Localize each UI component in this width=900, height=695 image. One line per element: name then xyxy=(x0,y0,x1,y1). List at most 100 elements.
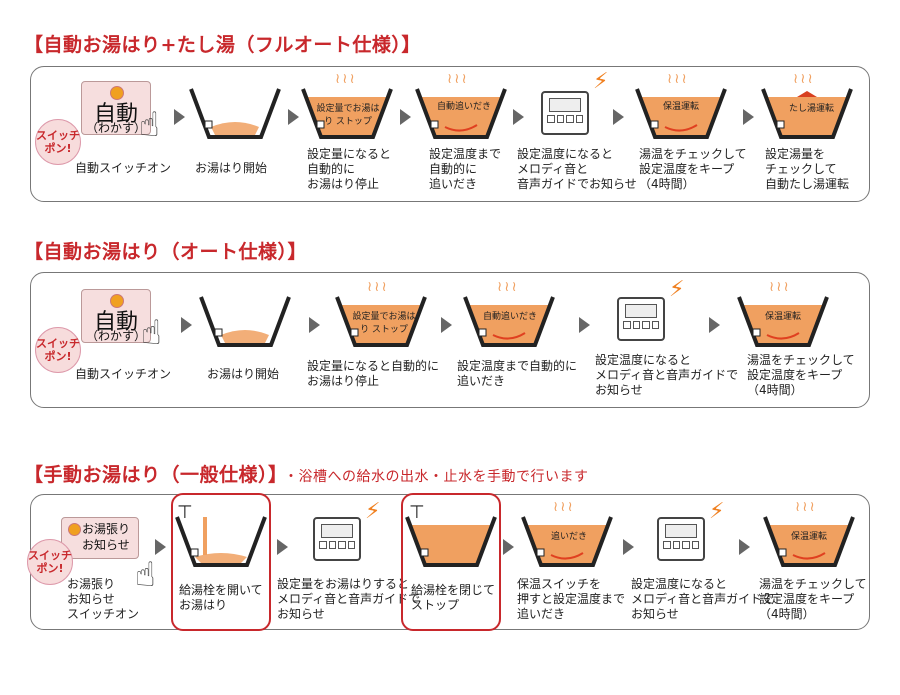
step-caption: 設定量になると自動的にお湯はり停止 xyxy=(307,359,440,388)
faucet-icon: ⊤ xyxy=(177,502,193,523)
bathtub-icon xyxy=(415,88,507,139)
bathtub-icon xyxy=(405,516,497,567)
section-note: ・浴槽への給水の出水・止水を手動で行います xyxy=(284,469,589,485)
steam-icon: ≀≀≀ xyxy=(795,499,817,515)
tub-label: 自動追いだき xyxy=(483,312,538,322)
sound-bolt-icon: ⚡ xyxy=(669,277,685,302)
flow-arrow-icon xyxy=(739,539,750,555)
step-caption: お湯はり開始 xyxy=(195,161,268,175)
flow-arrow-icon xyxy=(400,109,411,125)
sound-bolt-icon: ⚡ xyxy=(593,69,609,94)
flow-arrow-icon xyxy=(181,317,192,333)
tub-label: 保温運転 xyxy=(791,532,828,542)
steam-icon: ≀≀≀ xyxy=(497,279,519,295)
indicator-lamp-icon xyxy=(68,523,81,536)
step-caption: 自動スイッチオン xyxy=(75,161,172,175)
step-caption: 設定湯量をチェックして自動たし湯運転 xyxy=(765,147,850,191)
flow-arrow-icon xyxy=(155,539,166,555)
bathtub-icon xyxy=(335,296,427,347)
remote-controller-icon xyxy=(541,91,589,135)
tub-label: 追いだき xyxy=(551,532,588,542)
bath-notify-switch-button: お湯張りお知らせ xyxy=(61,517,139,559)
push-switch-icon: スイッチ ポン! xyxy=(35,327,81,373)
flow-arrow-icon xyxy=(503,539,514,555)
faucet-icon: ⊤ xyxy=(409,502,425,523)
steam-icon: ≀≀≀ xyxy=(335,71,357,87)
steam-icon: ≀≀≀ xyxy=(769,279,791,295)
tub-label: 保温運転 xyxy=(663,102,700,112)
steam-icon: ≀≀≀ xyxy=(553,499,575,515)
flow-arrow-icon xyxy=(513,109,524,125)
highlight-frame xyxy=(401,493,501,631)
step-caption: 給湯栓を開いてお湯はり xyxy=(179,583,263,612)
flow-arrow-icon xyxy=(309,317,320,333)
flow-arrow-icon xyxy=(709,317,720,333)
step-caption: 設定温度になるとメロディ音と音声ガイドでお知らせ xyxy=(631,577,775,621)
steam-icon: ≀≀≀ xyxy=(793,71,815,87)
flow-panel-manual: お湯張りお知らせ スイッチ ポン! ☝ お湯張りお知らせスイッチオン ⊤ 給湯栓… xyxy=(27,493,870,631)
sound-bolt-icon: ⚡ xyxy=(365,499,381,524)
tub-label: 自動追いだき xyxy=(437,102,492,112)
steam-icon: ≀≀≀ xyxy=(667,71,689,87)
step-caption: 保温スイッチを押すと設定温度まで追いだき xyxy=(517,577,626,621)
flow-arrow-icon xyxy=(623,539,634,555)
tub-label: 設定量でお湯はり ストップ xyxy=(352,312,416,335)
bathtub-icon xyxy=(175,516,267,567)
section-title-text: 【手動お湯はり（一般仕様）】 xyxy=(24,464,279,486)
bathtub-icon xyxy=(463,296,555,347)
hand-pointer-icon: ☝ xyxy=(139,105,160,145)
steam-icon: ≀≀≀ xyxy=(367,279,389,295)
remote-controller-icon xyxy=(313,517,361,561)
step-caption: 自動スイッチオン xyxy=(75,367,172,381)
flow-arrow-icon xyxy=(288,109,299,125)
step-caption: 湯温をチェックして設定温度をキープ（4時間） xyxy=(747,353,855,397)
button-big-label: 自動 xyxy=(93,310,138,335)
step-caption: 設定温度になるとメロディ音と音声ガイドでお知らせ xyxy=(595,353,739,397)
section-title-full-auto: 【自動お湯はり+たし湯（フルオート仕様）】 xyxy=(24,34,421,56)
tub-label: 保温運転 xyxy=(765,312,802,322)
step-caption: お湯張りお知らせスイッチオン xyxy=(67,577,140,621)
bathtub-icon xyxy=(199,296,291,347)
flow-arrow-icon xyxy=(441,317,452,333)
remote-controller-icon xyxy=(657,517,705,561)
flow-arrow-icon xyxy=(743,109,754,125)
sound-bolt-icon: ⚡ xyxy=(709,499,725,524)
steam-icon: ≀≀≀ xyxy=(447,71,469,87)
step-caption: 設定温度まで自動的に追いだき xyxy=(429,147,502,191)
button-label: お湯張りお知らせ xyxy=(82,522,131,552)
bathtub-icon xyxy=(763,516,855,567)
flow-arrow-icon xyxy=(277,539,288,555)
flow-arrow-icon xyxy=(613,109,624,125)
flow-panel-auto: 自動 （わかす） スイッチ ポン! ☝ 自動スイッチオン お湯はり開始 ≀≀≀ … xyxy=(30,272,870,408)
hand-pointer-icon: ☝ xyxy=(135,555,156,595)
auto-switch-button: 自動 （わかす） xyxy=(81,81,151,135)
section-title-manual: 【手動お湯はり（一般仕様）】・浴槽への給水の出水・止水を手動で行います xyxy=(24,460,589,487)
bathtub-icon xyxy=(761,88,853,139)
step-caption: 設定温度になるとメロディ音と音声ガイドでお知らせ xyxy=(517,147,637,191)
bathtub-icon xyxy=(737,296,829,347)
indicator-lamp-icon xyxy=(110,86,124,100)
step-caption: 設定量をお湯はりするとメロディ音と音声ガイドでお知らせ xyxy=(277,577,421,621)
indicator-lamp-icon xyxy=(110,294,124,308)
auto-switch-button: 自動 （わかす） xyxy=(81,289,151,343)
flow-arrow-icon xyxy=(579,317,590,333)
step-caption: 湯温をチェックして設定温度をキープ（4時間） xyxy=(759,577,867,621)
button-big-label: 自動 xyxy=(93,102,138,127)
bathtub-icon xyxy=(301,88,393,139)
section-title-auto: 【自動お湯はり（オート仕様）】 xyxy=(24,241,308,263)
remote-controller-icon xyxy=(617,297,665,341)
highlight-frame xyxy=(171,493,271,631)
tub-label: 設定量でお湯はり ストップ xyxy=(316,104,380,127)
step-caption: お湯はり開始 xyxy=(207,367,280,381)
bathtub-icon xyxy=(635,88,727,139)
push-switch-icon: スイッチ ポン! xyxy=(35,119,81,165)
push-switch-icon: スイッチ ポン! xyxy=(27,539,73,585)
bathtub-icon xyxy=(521,516,613,567)
step-caption: 設定温度まで自動的に追いだき xyxy=(457,359,578,388)
bathtub-icon xyxy=(189,88,281,139)
button-small-label: （わかす） xyxy=(85,121,146,135)
step-caption: 給湯栓を閉じてストップ xyxy=(411,583,496,612)
tub-label: たし湯運転 xyxy=(789,104,835,114)
button-small-label: （わかす） xyxy=(85,329,146,343)
step-caption: 設定量になると自動的にお湯はり停止 xyxy=(307,147,392,191)
